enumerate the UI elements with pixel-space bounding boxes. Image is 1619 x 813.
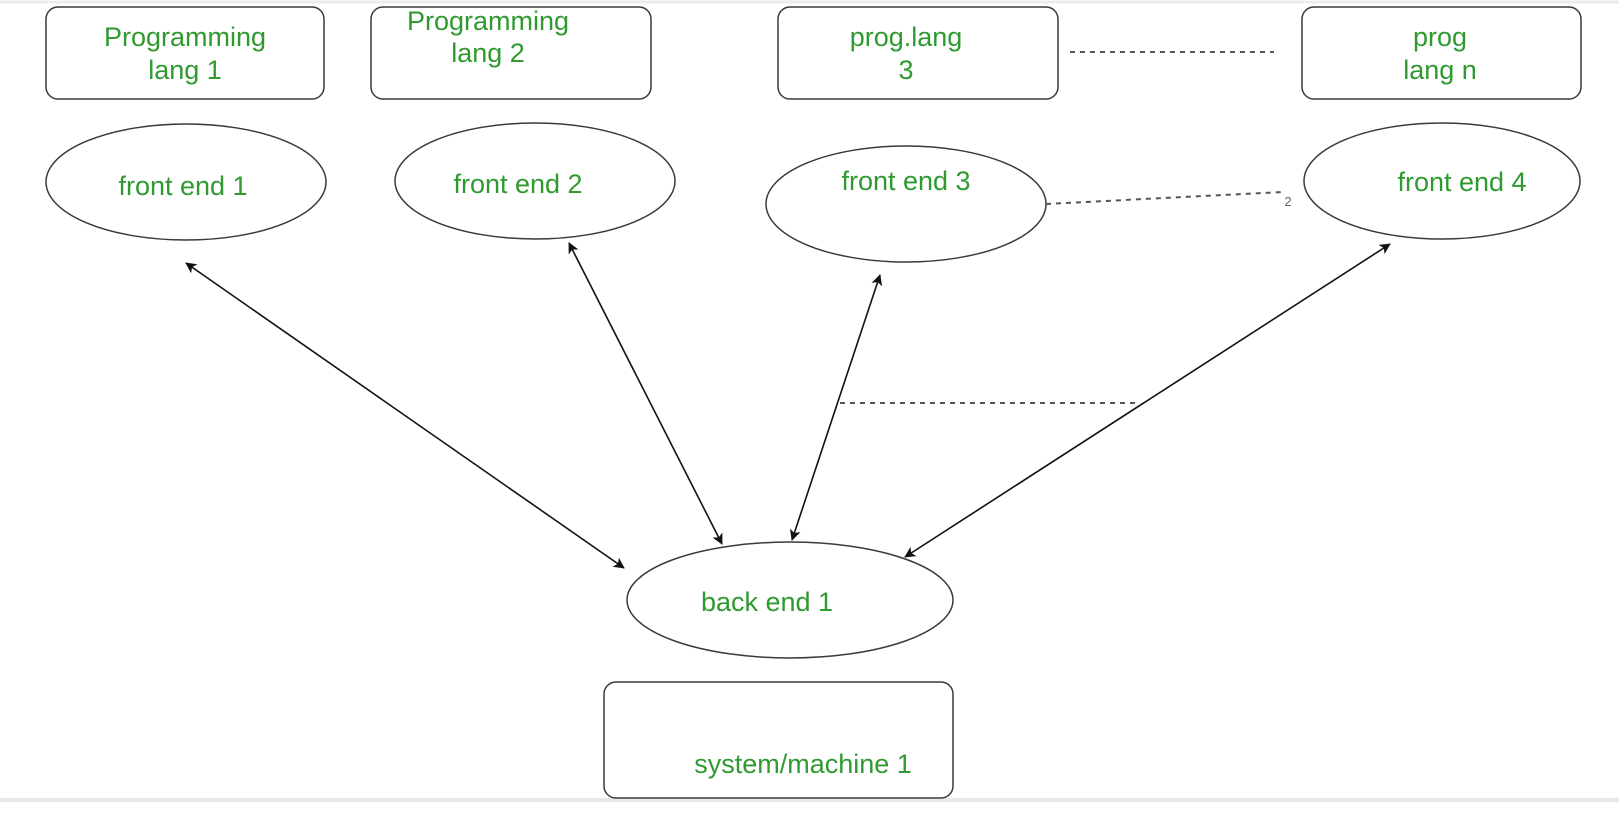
language-box-3: prog.lang 3 [777, 6, 1059, 100]
language-box-n-line1: prog [1413, 22, 1467, 52]
front-end-1-label: front end 1 [118, 171, 247, 201]
language-box-3-line1: prog.lang [850, 22, 963, 52]
system-machine-1-label: system/machine 1 [694, 749, 912, 779]
front-end-continuation-dots [1045, 191, 1283, 205]
front-end-2: front end 2 [394, 122, 676, 240]
back-end-1: back end 1 [626, 541, 954, 659]
front-end-2-label: front end 2 [453, 169, 582, 199]
back-end-1-label: back end 1 [701, 587, 833, 617]
language-box-1: Programming lang 1 [45, 6, 325, 100]
system-machine-1: system/machine 1 [603, 681, 954, 799]
language-box-2: Programming lang 2 [370, 6, 652, 100]
continuation-marker: 2 [1284, 194, 1291, 209]
edge-front-end-2-back-end [568, 242, 723, 545]
language-box-2-line2: lang 2 [451, 38, 525, 68]
language-box-1-line1: Programming [104, 22, 266, 52]
front-end-4-label: front end 4 [1397, 167, 1526, 197]
front-end-1: front end 1 [45, 123, 327, 241]
edge-front-end-3-back-end [789, 274, 883, 541]
edge-front-end-1-back-end [185, 262, 625, 569]
front-end-3: front end 3 [765, 145, 1047, 263]
language-box-3-line2: 3 [898, 55, 913, 85]
front-end-4: front end 4 [1303, 122, 1581, 240]
language-box-2-line1: Programming [407, 6, 569, 36]
edge-front-end-4-back-end [904, 243, 1391, 558]
language-box-1-line2: lang 1 [148, 55, 222, 85]
language-box-n-line2: lang n [1403, 55, 1477, 85]
language-box-n: prog lang n [1301, 6, 1582, 100]
front-end-3-label: front end 3 [841, 166, 970, 196]
